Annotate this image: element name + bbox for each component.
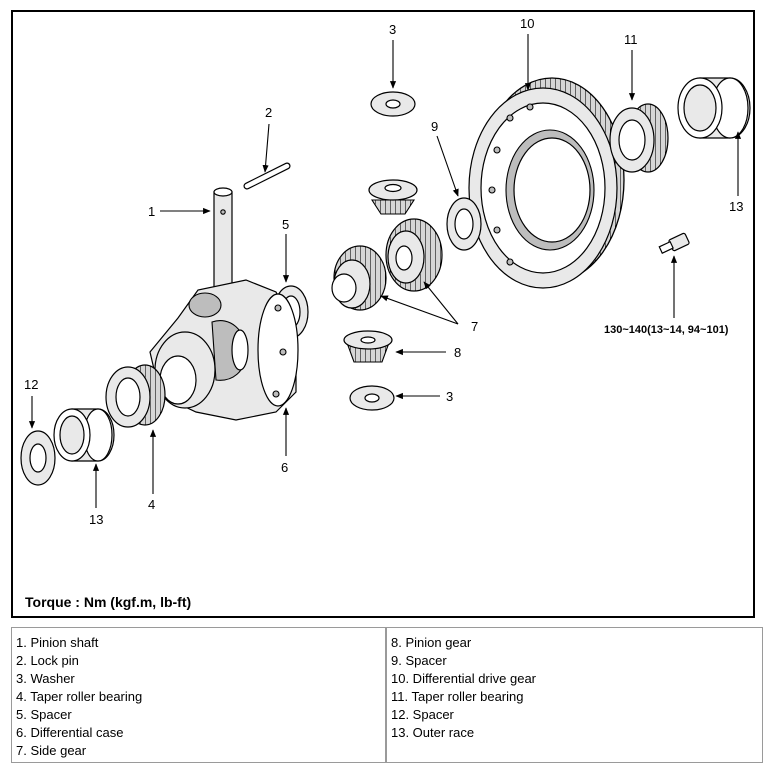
outer-race-right bbox=[677, 77, 751, 139]
washer-bottom bbox=[349, 385, 395, 411]
washer-top bbox=[370, 91, 416, 117]
legend-item: 13. Outer race bbox=[391, 725, 475, 740]
pinion-gear-top bbox=[368, 179, 418, 215]
outer-race-left bbox=[53, 408, 115, 462]
legend-item: 8. Pinion gear bbox=[391, 635, 472, 650]
legend-item: 2. Lock pin bbox=[16, 653, 79, 668]
leader-9 bbox=[436, 135, 459, 197]
legend-column-left: 1. Pinion shaft 2. Lock pin 3. Washer 4.… bbox=[12, 628, 387, 762]
callout-labels: 1 2 3 5 4 6 7 8 3 9 10 11 12 13 13 bbox=[24, 16, 743, 527]
callout-11: 11 bbox=[624, 32, 638, 47]
spacer-nine bbox=[446, 197, 482, 251]
legend-item: 9. Spacer bbox=[391, 653, 447, 668]
exploded-view-diagram: 1 2 3 5 4 6 7 8 3 9 10 11 12 13 13 130~1… bbox=[20, 16, 751, 610]
legend-item: 1. Pinion shaft bbox=[16, 635, 99, 650]
taper-roller-bearing-left bbox=[105, 364, 166, 428]
callout-8: 8 bbox=[454, 345, 461, 360]
pinion-shaft bbox=[213, 187, 233, 293]
parts-legend: 1. Pinion shaft 2. Lock pin 3. Washer 4.… bbox=[11, 627, 763, 763]
legend-item: 10. Differential drive gear bbox=[391, 671, 537, 686]
callout-9: 9 bbox=[431, 119, 438, 134]
legend-item: 11. Taper roller bearing bbox=[391, 689, 524, 704]
callout-7: 7 bbox=[471, 319, 478, 334]
legend-column-right: 8. Pinion gear 9. Spacer 10. Differentia… bbox=[387, 628, 762, 762]
legend-item: 6. Differential case bbox=[16, 725, 124, 740]
torque-unit-label: Torque : Nm (kgf.m, lb-ft) bbox=[25, 594, 191, 610]
leader-2 bbox=[262, 123, 270, 173]
lock-pin bbox=[243, 162, 291, 190]
callout-6: 6 bbox=[281, 460, 288, 475]
callout-3-top: 3 bbox=[389, 22, 396, 37]
callout-10: 10 bbox=[520, 16, 534, 31]
callout-5: 5 bbox=[282, 217, 289, 232]
bolt bbox=[658, 232, 690, 254]
callout-4: 4 bbox=[148, 497, 155, 512]
spacer-twelve bbox=[20, 430, 56, 486]
callout-3-bottom: 3 bbox=[446, 389, 453, 404]
callout-2: 2 bbox=[265, 105, 272, 120]
callout-13-right: 13 bbox=[729, 199, 743, 214]
leader-7b bbox=[423, 281, 459, 325]
callout-12: 12 bbox=[24, 377, 38, 392]
differential-drive-gear bbox=[468, 77, 625, 289]
legend-item: 3. Washer bbox=[16, 671, 75, 686]
pinion-gear-bottom bbox=[343, 330, 393, 363]
legend-item: 4. Taper roller bearing bbox=[16, 689, 143, 704]
legend-item: 7. Side gear bbox=[16, 743, 87, 758]
side-gear-right bbox=[385, 218, 443, 292]
leader-7a bbox=[380, 295, 459, 325]
differential-case bbox=[149, 279, 299, 421]
callout-1: 1 bbox=[148, 204, 155, 219]
leader-lines bbox=[28, 34, 742, 508]
legend-item: 12. Spacer bbox=[391, 707, 454, 722]
taper-roller-bearing-right bbox=[609, 103, 669, 173]
side-gear-left bbox=[331, 245, 387, 311]
callout-13-left: 13 bbox=[89, 512, 103, 527]
legend-item: 5. Spacer bbox=[16, 707, 72, 722]
torque-spec: 130~140(13~14, 94~101) bbox=[604, 324, 729, 336]
